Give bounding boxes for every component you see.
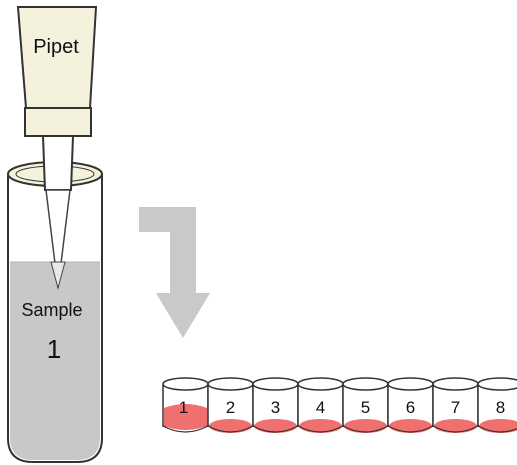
well-4: 4 xyxy=(297,377,344,433)
well-liquid xyxy=(254,419,297,433)
sample-label: Sample xyxy=(21,300,82,320)
well-label: 2 xyxy=(226,398,235,417)
well-liquid xyxy=(389,419,432,433)
pipet: Pipet xyxy=(16,6,98,290)
well-label: 4 xyxy=(316,398,325,417)
well-label: 8 xyxy=(496,398,505,417)
well-7: 7 xyxy=(432,377,479,433)
well-liquid xyxy=(299,419,342,433)
well-3: 3 xyxy=(252,377,299,433)
pipet-tip xyxy=(45,189,71,289)
pipet-label: Pipet xyxy=(33,36,79,58)
well-label: 1 xyxy=(179,398,188,417)
well-6: 6 xyxy=(387,377,434,433)
well-rim xyxy=(432,377,479,391)
transfer-arrow-icon xyxy=(139,207,210,338)
sample-liquid xyxy=(10,262,100,460)
well-rim xyxy=(297,377,344,391)
well-2: 2 xyxy=(207,377,254,433)
well-liquid xyxy=(344,419,387,433)
well-label: 3 xyxy=(271,398,280,417)
well-label: 7 xyxy=(451,398,460,417)
pipet-shaft xyxy=(41,135,75,191)
well-liquid xyxy=(209,419,252,433)
well-rim xyxy=(387,377,434,391)
sample-number: 1 xyxy=(47,334,61,364)
well-liquid xyxy=(434,419,477,433)
well-rim xyxy=(342,377,389,391)
well-liquid xyxy=(479,419,517,433)
well-label: 6 xyxy=(406,398,415,417)
well-1: 1 xyxy=(162,377,209,433)
well-rim xyxy=(162,377,209,391)
well-rim xyxy=(477,377,517,391)
pipet-collar xyxy=(24,107,92,137)
well-label: 5 xyxy=(361,398,370,417)
well-strip: 1 2 3 4 5 6 7 8 xyxy=(162,377,517,433)
well-rim xyxy=(207,377,254,391)
well-8: 8 xyxy=(477,377,517,433)
well-rim xyxy=(252,377,299,391)
well-liquid xyxy=(164,404,207,430)
sample-tube: Sample 1 xyxy=(7,161,103,463)
well-5: 5 xyxy=(342,377,389,433)
